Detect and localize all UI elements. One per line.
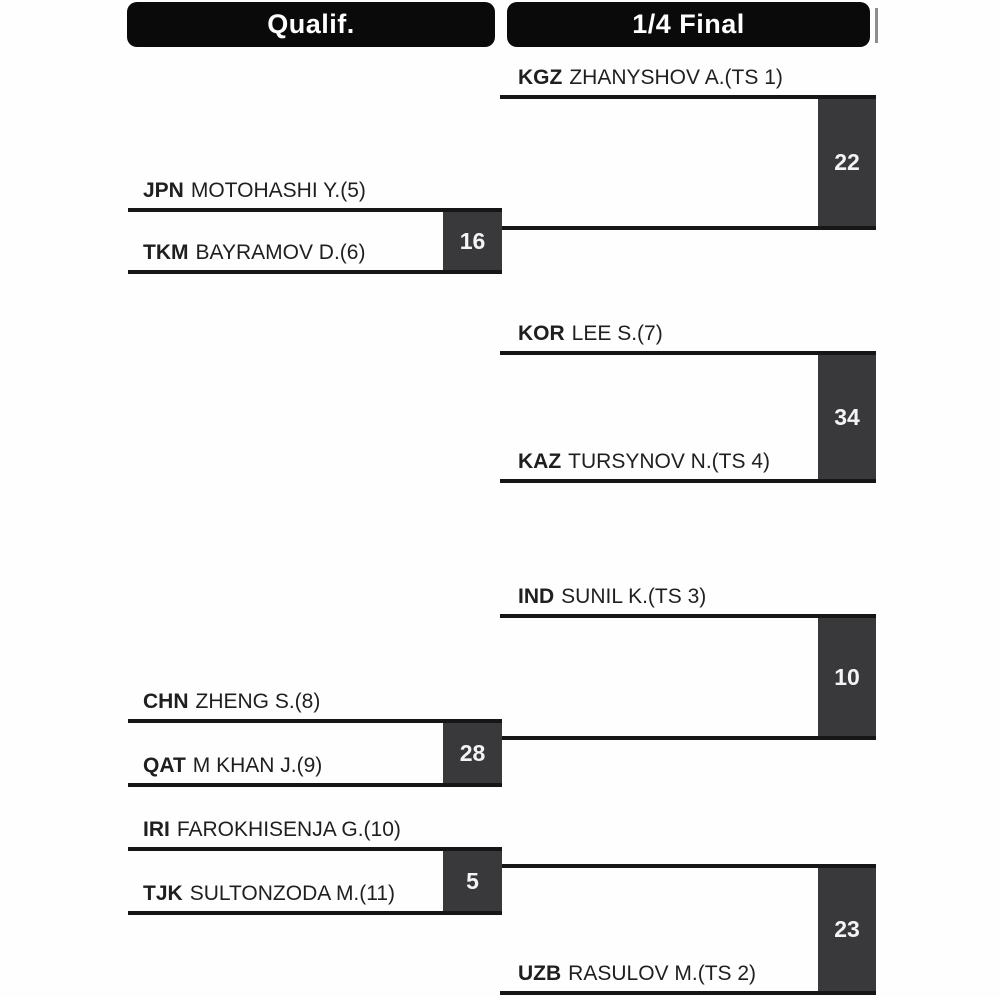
match-line-q1-bottom (128, 270, 502, 274)
round-header-quarterfinal: 1/4 Final (507, 2, 870, 47)
country-code: QAT (143, 754, 186, 777)
match-line-q3-top (128, 847, 502, 851)
score-box-qf3: 10 (818, 614, 876, 740)
country-code: IND (518, 585, 555, 608)
country-code: IRI (143, 818, 170, 841)
connector-line-q2-to-qf3 (502, 736, 876, 740)
player-entry-qat: QAT M KHAN J.(9) (143, 751, 322, 779)
player-entry-chn: CHN ZHENG S.(8) (143, 687, 320, 715)
player-entry-kaz: KAZ TURSYNOV N.(TS 4) (518, 447, 770, 475)
score-box-q2: 28 (443, 719, 502, 787)
country-code: KOR (518, 322, 565, 345)
score-box-q3: 5 (443, 847, 502, 915)
player-entry-tjk: TJK SULTONZODA M.(11) (143, 879, 395, 907)
player-entry-jpn: JPN MOTOHASHI Y.(5) (143, 176, 366, 204)
match-line-qf2-top (500, 351, 876, 355)
country-code: JPN (143, 179, 184, 202)
country-code: UZB (518, 962, 562, 985)
connector-line-q3-to-qf4 (502, 864, 876, 868)
match-line-q3-bottom (128, 911, 502, 915)
match-line-q2-top (128, 719, 502, 723)
player-entry-uzb: UZB RASULOV M.(TS 2) (518, 959, 756, 987)
score-value: 22 (834, 149, 860, 175)
score-box-qf4: 23 (818, 864, 876, 995)
score-box-qf2: 34 (818, 351, 876, 483)
country-code: CHN (143, 690, 189, 713)
player-name: ZHANYSHOV A.(TS 1) (569, 66, 783, 89)
match-line-qf3-top (500, 614, 876, 618)
player-name: RASULOV M.(TS 2) (568, 962, 757, 985)
match-line-qf4-bottom (500, 991, 876, 995)
match-line-q2-bottom (128, 783, 502, 787)
score-value: 5 (466, 867, 479, 894)
country-code: TJK (143, 882, 183, 905)
player-name: FAROKHISENJA G.(10) (176, 818, 401, 841)
cropped-next-round-header-edge (875, 8, 878, 43)
round-header-qualif: Qualif. (127, 2, 495, 47)
player-entry-kgz: KGZ ZHANYSHOV A.(TS 1) (518, 63, 783, 91)
match-line-qf2-bottom (500, 479, 876, 483)
score-value: 10 (834, 663, 860, 690)
player-name: ZHENG S.(8) (195, 690, 321, 713)
country-code: KGZ (518, 66, 563, 89)
player-name: M KHAN J.(9) (192, 754, 323, 777)
score-value: 16 (459, 227, 486, 254)
player-name: BAYRAMOV D.(6) (195, 241, 366, 264)
player-name: TURSYNOV N.(TS 4) (568, 450, 771, 473)
match-line-qf1-top (500, 95, 876, 99)
country-code: TKM (143, 241, 189, 264)
player-name: SULTONZODA M.(11) (189, 882, 396, 905)
player-entry-tkm: TKM BAYRAMOV D.(6) (143, 238, 365, 266)
score-value: 34 (834, 403, 860, 430)
connector-line-q1-to-qf1 (502, 226, 876, 230)
player-entry-iri: IRI FAROKHISENJA G.(10) (143, 815, 401, 843)
score-value: 28 (459, 739, 486, 766)
player-entry-ind: IND SUNIL K.(TS 3) (518, 582, 706, 610)
country-code: KAZ (518, 450, 562, 473)
player-name: SUNIL K.(TS 3) (561, 585, 707, 608)
match-line-q1-top (128, 208, 502, 212)
score-box-q1: 16 (443, 208, 502, 274)
player-name: LEE S.(7) (571, 322, 663, 345)
score-box-qf1: 22 (818, 95, 876, 230)
score-value: 23 (834, 916, 860, 942)
player-entry-kor: KOR LEE S.(7) (518, 319, 663, 347)
player-name: MOTOHASHI Y.(5) (190, 179, 366, 202)
